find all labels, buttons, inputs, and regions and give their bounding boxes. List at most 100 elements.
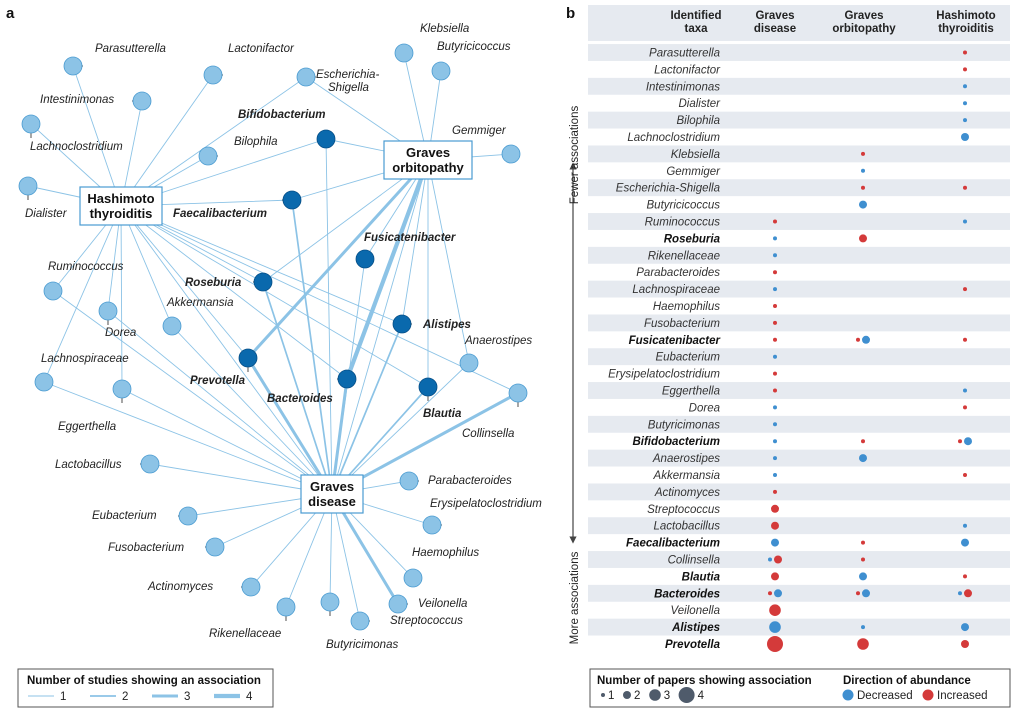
matrix-dot-increased: [963, 50, 967, 55]
matrix-taxon-label: Butyricimonas: [648, 419, 720, 431]
matrix-taxon-label: Lactobacillus: [654, 521, 721, 533]
matrix-row: Lachnospiraceae: [632, 284, 967, 296]
matrix-taxon-label: Streptococcus: [647, 504, 720, 516]
matrix-dot-increased: [963, 185, 967, 190]
matrix-header-2-0: Graves: [844, 10, 883, 22]
hub-label-O-1: orbitopathy: [392, 160, 464, 175]
edge-eggerthella-G: [121, 388, 333, 495]
matrix-dot-increased: [773, 320, 777, 325]
node-bacteroides: Bacteroides: [267, 369, 357, 405]
node-label-lachnospiraceae: Lachnospiraceae: [41, 353, 129, 365]
node-label-gemmiger: Gemmiger: [452, 125, 507, 137]
legend-papers: Number of papers showing association Dir…: [589, 668, 1011, 708]
hub-box-O: [383, 140, 473, 180]
matrix-dot-increased: [861, 557, 865, 562]
matrix-header-3-1: thyroiditis: [938, 23, 994, 35]
matrix-dot-increased: [963, 287, 967, 292]
matrix-row: Rikenellaceae: [648, 250, 777, 262]
matrix-taxon-label: Veilonella: [671, 605, 720, 617]
matrix-row: Gemmiger: [666, 166, 865, 178]
matrix-dot-increased: [773, 337, 777, 342]
node-lachnospiraceae: Lachnospiraceae: [34, 353, 129, 392]
legend-studies: Number of studies showing an association…: [17, 668, 274, 708]
node-dorea: Dorea: [98, 301, 136, 339]
matrix-dot-increased: [856, 591, 860, 596]
matrix-row: Prevotella: [665, 636, 969, 652]
matrix-dot-decreased: [961, 538, 969, 547]
edge-H-G: [120, 205, 333, 495]
node-collinsella: Collinsella: [462, 383, 528, 440]
matrix-dot-decreased: [862, 589, 870, 598]
matrix-dot-increased: [857, 638, 869, 650]
edge-lactonifactor-H: [120, 74, 214, 207]
matrix-stripe: [588, 382, 1010, 399]
node-circle-erysipelatoclostridium: [422, 515, 442, 535]
node-circle-klebsiella: [394, 43, 414, 63]
matrix-dot-decreased: [773, 253, 777, 258]
matrix-dot-decreased: [961, 133, 969, 141]
matrix-stripe: [588, 44, 1010, 61]
matrix-taxon-label: Blautia: [682, 571, 721, 583]
node-circle-fusicatenibacter: [355, 249, 375, 269]
matrix-dot-increased: [773, 304, 777, 308]
node-circle-anaerostipes: [459, 353, 479, 373]
matrix-dot-decreased: [961, 623, 969, 632]
matrix-row: Erysipelatoclostridium: [608, 369, 777, 381]
matrix-dot-decreased: [963, 219, 967, 224]
edge-roseburia-O: [262, 159, 429, 283]
node-circle-gemmiger: [501, 144, 521, 164]
edge-lachnospiraceae-H: [43, 205, 122, 383]
matrix-stripe: [588, 415, 1010, 433]
matrix-row: Eggerthella: [662, 386, 967, 398]
node-alistipes: Alistipes: [392, 314, 471, 334]
matrix-row: Lactonifactor: [654, 64, 967, 76]
node-eggerthella: Eggerthella: [58, 379, 132, 433]
matrix-row: Fusobacterium: [644, 318, 777, 330]
matrix-header-3-0: Hashimoto: [936, 10, 995, 22]
edge-prevotella-G: [246, 356, 334, 496]
node-label-eggerthella: Eggerthella: [58, 421, 116, 433]
node-label-actinomyces: Actinomyces: [147, 581, 213, 593]
matrix-row: Akkermansia: [653, 470, 967, 482]
node-circle-lactonifactor: [203, 65, 223, 85]
hub-label-H-1: thyroiditis: [90, 206, 153, 221]
matrix-dot-increased: [771, 521, 779, 530]
matrix-taxon-label: Bilophila: [677, 115, 720, 127]
node-circle-lactobacillus: [140, 454, 160, 474]
node-label-faecalibacterium: Faecalibacterium: [173, 208, 267, 220]
node-fusobacterium: Fusobacterium: [108, 537, 225, 557]
legend-papers-dot-4: [678, 687, 695, 703]
node-label-eubacterium: Eubacterium: [92, 510, 157, 522]
node-circle-streptococcus: [350, 611, 370, 631]
matrix-taxon-label: Bifidobacterium: [632, 436, 720, 448]
matrix-dot-increased: [771, 572, 779, 581]
hub-box-H: [79, 186, 163, 226]
edge-faecalibacterium-G: [291, 199, 333, 495]
node-label-butyricicoccus: Butyricicoccus: [437, 41, 511, 53]
matrix-row: Fusicatenibacter: [629, 335, 967, 347]
hub-label-G-1: disease: [308, 494, 356, 509]
node-circle-intestinimonas: [132, 91, 152, 111]
node-roseburia: Roseburia: [185, 272, 273, 292]
hub-box-G: [300, 474, 364, 514]
node-label-dialister: Dialister: [25, 208, 68, 220]
matrix-row: Bilophila: [677, 115, 967, 127]
matrix-row: Dialister: [678, 98, 967, 110]
edge-streptococcus-G: [331, 493, 361, 622]
matrix-stripe: [588, 584, 1010, 602]
edge-alistipes-G: [331, 323, 403, 495]
matrix-dot-increased: [963, 405, 967, 410]
node-label-parasutterella: Parasutterella: [95, 43, 166, 55]
node-label-escherichia: Escherichia-: [316, 69, 379, 81]
node-klebsiella: Klebsiella: [394, 23, 469, 63]
node-parabacteroides: Parabacteroides: [399, 471, 512, 491]
matrix-row: Lactobacillus: [654, 521, 967, 533]
node-circle-alistipes: [392, 314, 412, 334]
node-circle-actinomyces: [241, 577, 261, 597]
node-fusicatenibacter: Fusicatenibacter: [355, 232, 456, 269]
node-bilophila: Bilophila: [198, 136, 277, 166]
matrix-taxon-label: Alistipes: [671, 622, 720, 634]
edge-akkermansia-G: [171, 325, 333, 495]
matrix-dot-decreased: [859, 454, 867, 463]
